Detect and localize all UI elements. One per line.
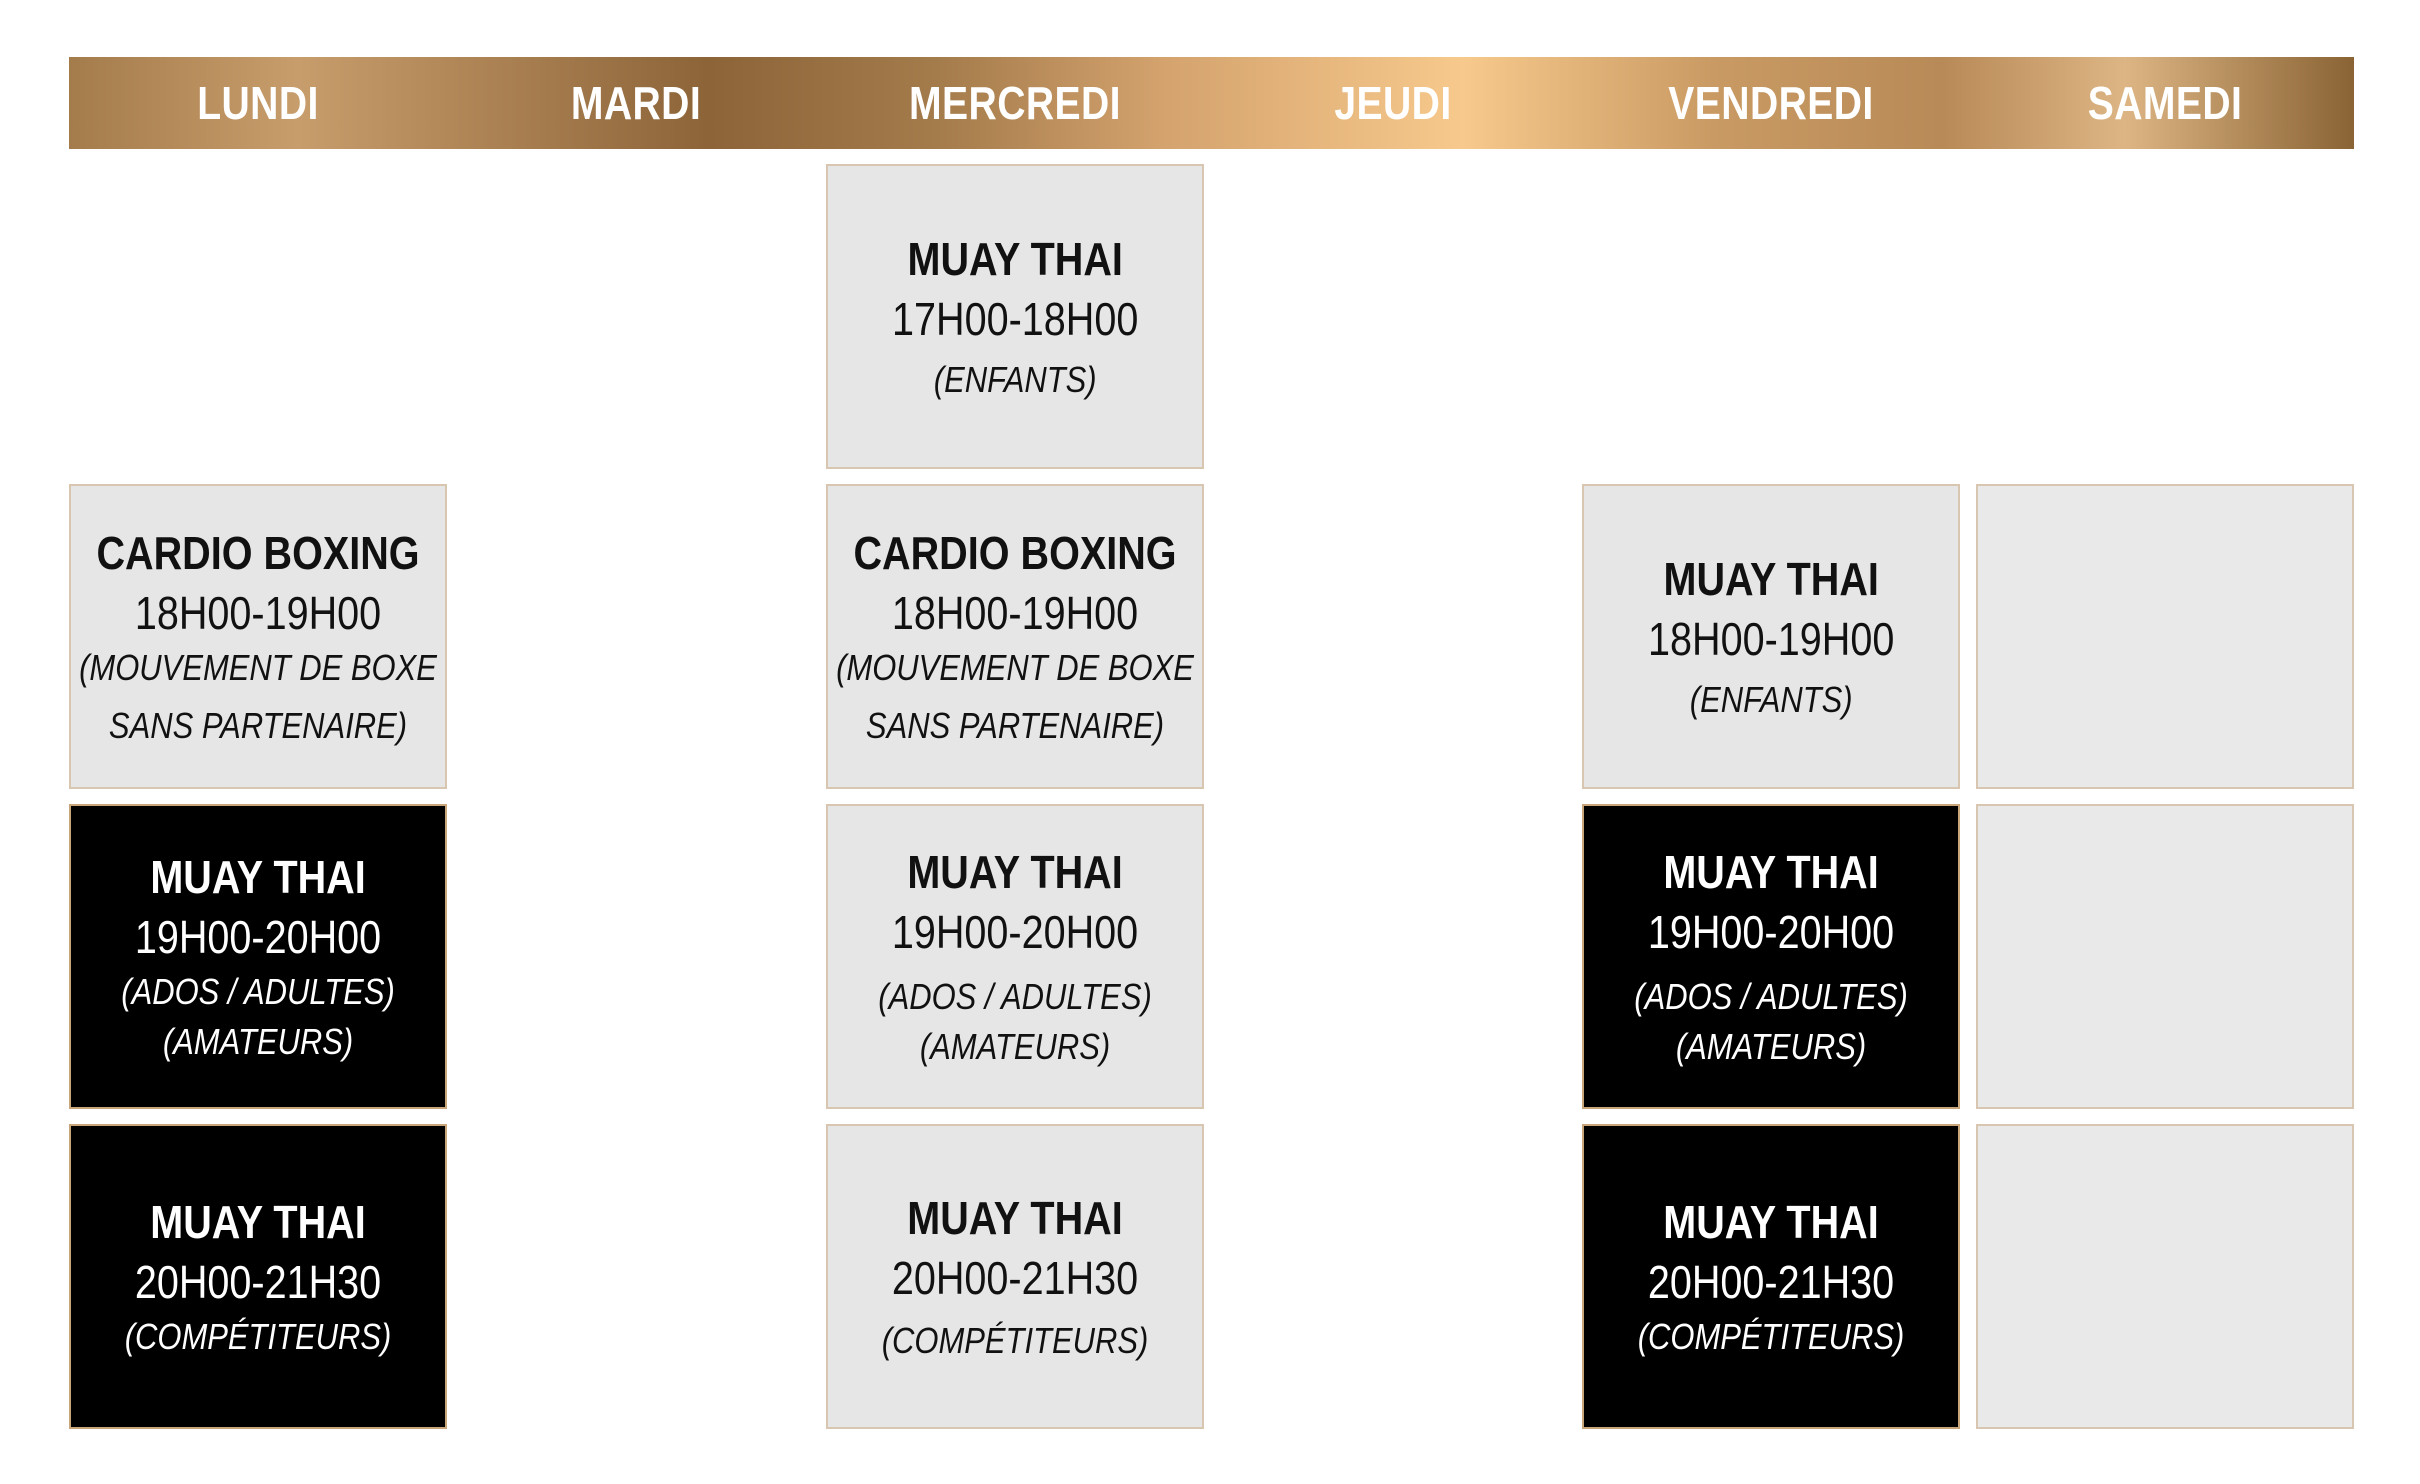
- session-note: (ENFANTS): [933, 358, 1097, 400]
- session-title: MUAY THAI: [150, 850, 366, 903]
- empty-slot: [1976, 1124, 2354, 1429]
- day-mercredi: MERCREDI: [909, 77, 1121, 129]
- session-title: MUAY THAI: [1663, 1195, 1879, 1248]
- session-note: (ENFANTS): [1689, 678, 1853, 720]
- session-note: (COMPÉTITEURS): [124, 1315, 392, 1357]
- session-time: 19H00-20H00: [1647, 905, 1895, 958]
- session-time: 18H00-19H00: [134, 586, 382, 639]
- session-mon-1800: CARDIO BOXING 18H00-19H00 (MOUVEMENT DE …: [69, 484, 447, 789]
- session-mon-1900: MUAY THAI 19H00-20H00 (ADOS / ADULTES) (…: [69, 804, 447, 1109]
- session-note: (COMPÉTITEURS): [881, 1319, 1149, 1361]
- session-time: 17H00-18H00: [891, 292, 1139, 345]
- days-header-bar: LUNDI MARDI MERCREDI JEUDI VENDREDI SAME…: [69, 57, 2354, 149]
- day-lundi: LUNDI: [197, 77, 319, 129]
- session-note: SANS PARTENAIRE): [108, 704, 408, 746]
- day-vendredi: VENDREDI: [1668, 77, 1874, 129]
- session-note: (COMPÉTITEURS): [1637, 1315, 1905, 1357]
- session-fri-1900: MUAY THAI 19H00-20H00 (ADOS / ADULTES) (…: [1582, 804, 1960, 1109]
- session-title: MUAY THAI: [150, 1195, 366, 1248]
- session-time: 19H00-20H00: [891, 905, 1139, 958]
- session-title: MUAY THAI: [1663, 845, 1879, 898]
- session-title: MUAY THAI: [907, 1191, 1123, 1244]
- session-note: (ADOS / ADULTES): [121, 970, 395, 1012]
- session-note: (MOUVEMENT DE BOXE: [836, 646, 1194, 688]
- session-note: (AMATEURS): [162, 1020, 354, 1062]
- session-title: CARDIO BOXING: [96, 526, 420, 579]
- empty-slot: [1976, 804, 2354, 1109]
- session-mon-2000: MUAY THAI 20H00-21H30 (COMPÉTITEURS): [69, 1124, 447, 1429]
- session-note: (AMATEURS): [919, 1025, 1111, 1067]
- session-title: MUAY THAI: [1663, 552, 1879, 605]
- session-time: 19H00-20H00: [134, 910, 382, 963]
- empty-slot: [1976, 484, 2354, 789]
- session-title: MUAY THAI: [907, 845, 1123, 898]
- session-time: 18H00-19H00: [1647, 612, 1895, 665]
- day-samedi: SAMEDI: [2087, 77, 2243, 129]
- session-time: 20H00-21H30: [1647, 1255, 1895, 1308]
- session-wed-1700: MUAY THAI 17H00-18H00 (ENFANTS): [826, 164, 1204, 469]
- session-time: 20H00-21H30: [891, 1251, 1139, 1304]
- session-time: 20H00-21H30: [134, 1255, 382, 1308]
- session-note: (ADOS / ADULTES): [1634, 975, 1908, 1017]
- session-title: MUAY THAI: [907, 232, 1123, 285]
- session-note: (ADOS / ADULTES): [878, 975, 1152, 1017]
- session-wed-1900: MUAY THAI 19H00-20H00 (ADOS / ADULTES) (…: [826, 804, 1204, 1109]
- session-note: (AMATEURS): [1675, 1025, 1867, 1067]
- session-note: SANS PARTENAIRE): [865, 704, 1165, 746]
- session-wed-2000: MUAY THAI 20H00-21H30 (COMPÉTITEURS): [826, 1124, 1204, 1429]
- session-title: CARDIO BOXING: [853, 526, 1177, 579]
- session-wed-1800: CARDIO BOXING 18H00-19H00 (MOUVEMENT DE …: [826, 484, 1204, 789]
- session-time: 18H00-19H00: [891, 586, 1139, 639]
- session-fri-1800: MUAY THAI 18H00-19H00 (ENFANTS): [1582, 484, 1960, 789]
- session-fri-2000: MUAY THAI 20H00-21H30 (COMPÉTITEURS): [1582, 1124, 1960, 1429]
- session-note: (MOUVEMENT DE BOXE: [79, 646, 437, 688]
- day-mardi: MARDI: [570, 77, 702, 129]
- day-jeudi: JEUDI: [1334, 77, 1452, 129]
